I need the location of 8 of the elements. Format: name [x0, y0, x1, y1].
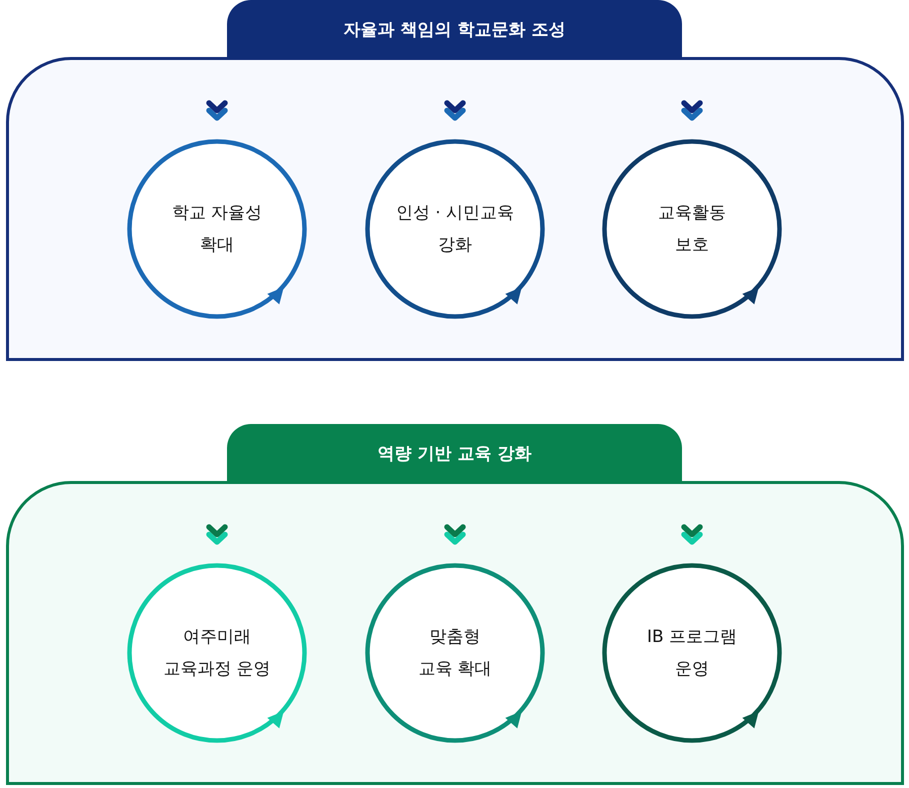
section-tab: 자율과 책임의 학교문화 조성: [227, 0, 682, 59]
section-tab: 역량 기반 교육 강화: [227, 424, 682, 483]
circle-label: 맞춤형 교육 확대: [417, 626, 493, 680]
circle-label: IB 프로그램 운영: [646, 626, 738, 680]
circle-label: 학교 자율성 확대: [170, 202, 264, 256]
circle-label: 여주미래 교육과정 운영: [162, 626, 272, 680]
circle-label: 교육활동 보호: [657, 202, 727, 256]
circle-label: 인성 · 시민교육 강화: [394, 202, 516, 256]
